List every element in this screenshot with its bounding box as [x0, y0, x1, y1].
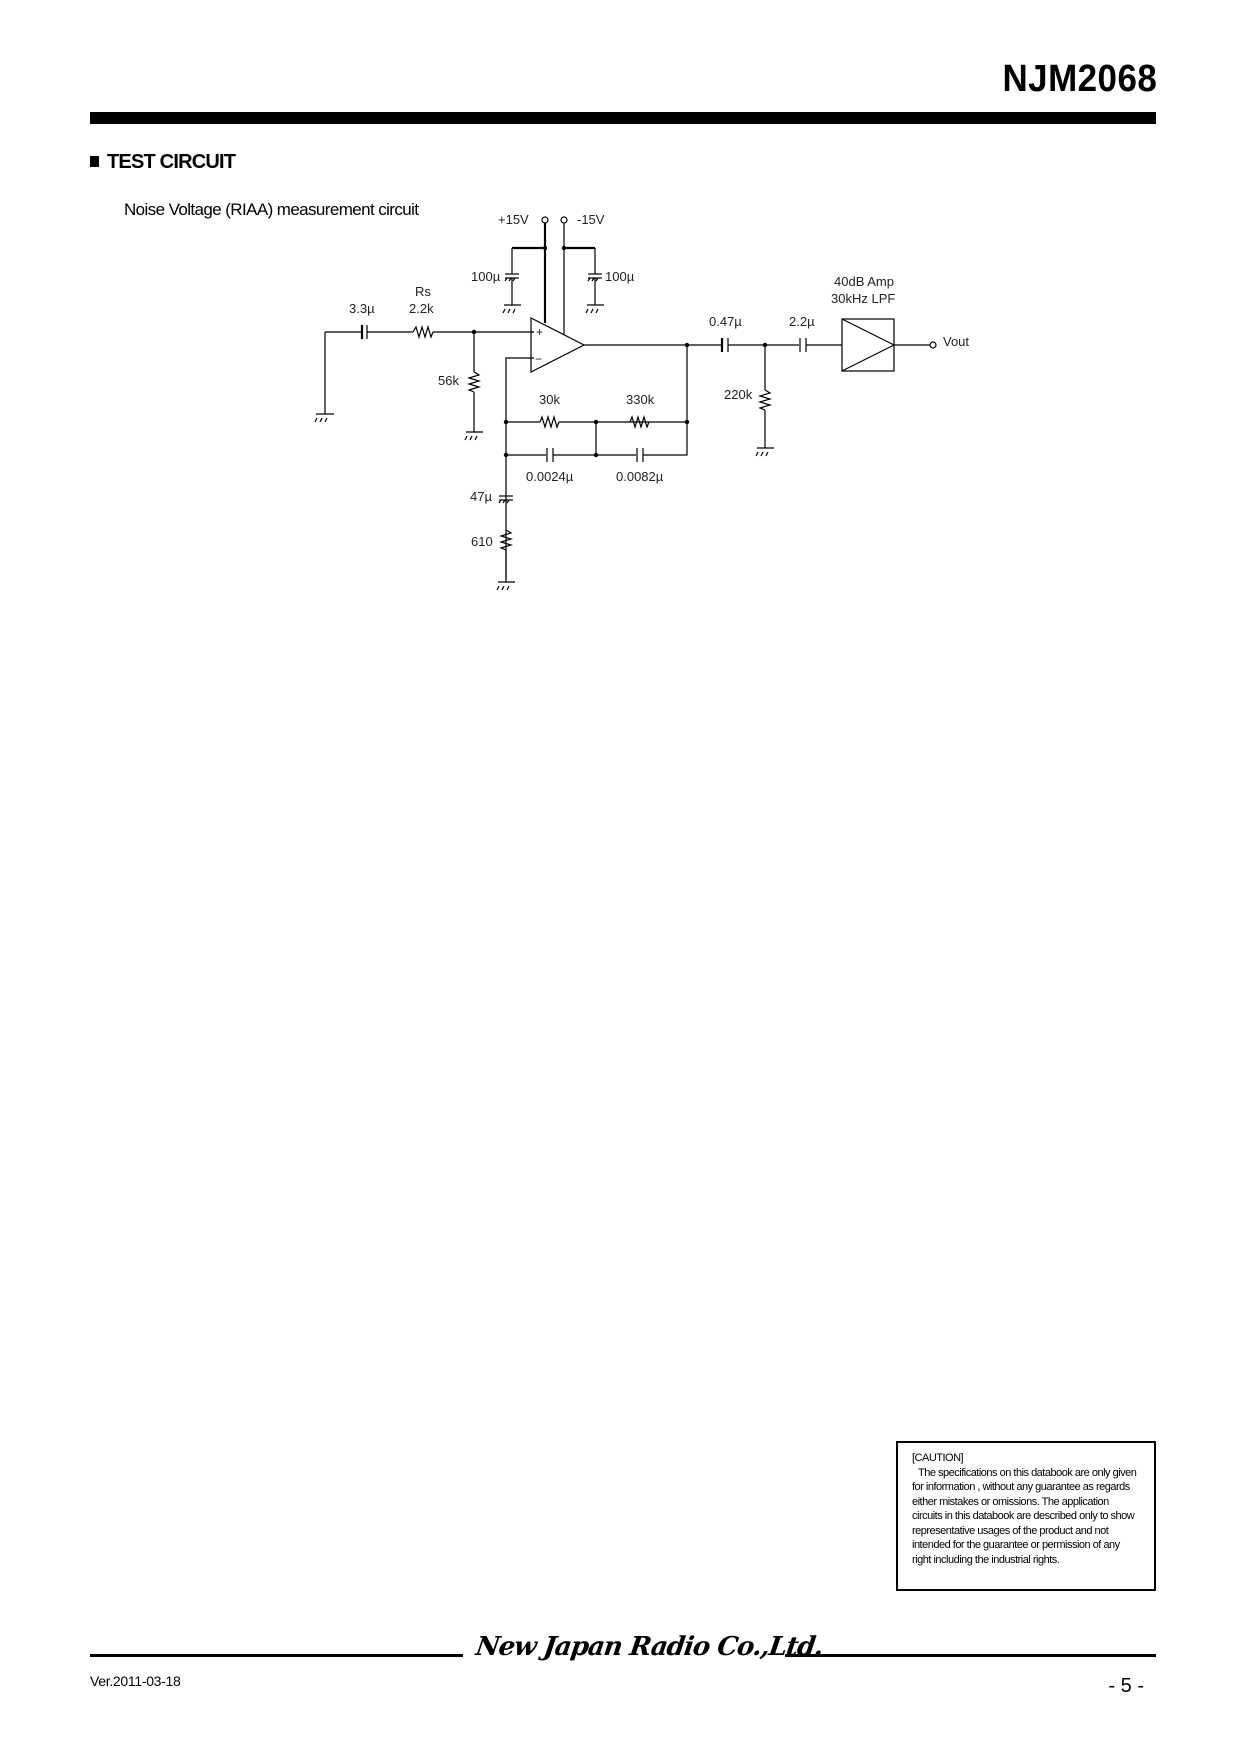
header-divider — [90, 112, 1156, 124]
r-bias-label: 56k — [438, 373, 459, 388]
vout-label: Vout — [943, 334, 969, 349]
company-logo: New Japan Radio Co.,Ltd. — [473, 1632, 825, 1662]
riaa-test-circuit-schematic: +15V -15V 100µ 100µ 3.3µ Rs 2.2k 56k + −… — [314, 212, 969, 591]
c-out1-label: 0.47µ — [709, 314, 742, 329]
r-fb1-label: 30k — [539, 392, 560, 407]
part-number: NJM2068 — [1002, 58, 1157, 100]
supply-positive-label: +15V — [498, 212, 529, 227]
c-neg-decoupling-label: 100µ — [605, 269, 635, 284]
opamp-minus-label: − — [535, 352, 542, 366]
amp-block-line1: 40dB Amp — [834, 274, 894, 289]
c-out2-label: 2.2µ — [789, 314, 815, 329]
caution-box: [CAUTION] The specifications on this dat… — [896, 1441, 1156, 1591]
opamp-plus-label: + — [536, 325, 543, 339]
version-label: Ver.2011-03-18 — [90, 1673, 181, 1689]
caution-heading: [CAUTION] — [912, 1452, 964, 1464]
r-fb2-label: 330k — [626, 392, 655, 407]
circuit-subtitle: Noise Voltage (RIAA) measurement circuit — [124, 200, 419, 219]
footer-divider-right — [785, 1654, 1156, 1657]
r-gnd-label: 610 — [471, 534, 493, 549]
footer-divider-left — [90, 1654, 463, 1657]
rs-value-label: 2.2k — [409, 301, 434, 316]
r-out-label: 220k — [724, 387, 753, 402]
section-title-text: TEST CIRCUIT — [107, 151, 236, 173]
rs-name-label: Rs — [415, 284, 431, 299]
square-bullet-icon — [90, 156, 99, 167]
c-fb2-label: 0.0082µ — [616, 469, 664, 484]
section-title: TEST CIRCUIT — [90, 151, 236, 174]
c-fb1-label: 0.0024µ — [526, 469, 574, 484]
c-pos-decoupling-label: 100µ — [471, 269, 501, 284]
c-gnd-label: 47µ — [470, 489, 492, 504]
c-input-label: 3.3µ — [349, 301, 375, 316]
supply-negative-label: -15V — [577, 212, 605, 227]
page-number: - 5 - — [1108, 1675, 1144, 1697]
caution-body: The specifications on this databook are … — [912, 1466, 1137, 1566]
amp-block-line2: 30kHz LPF — [831, 291, 895, 306]
